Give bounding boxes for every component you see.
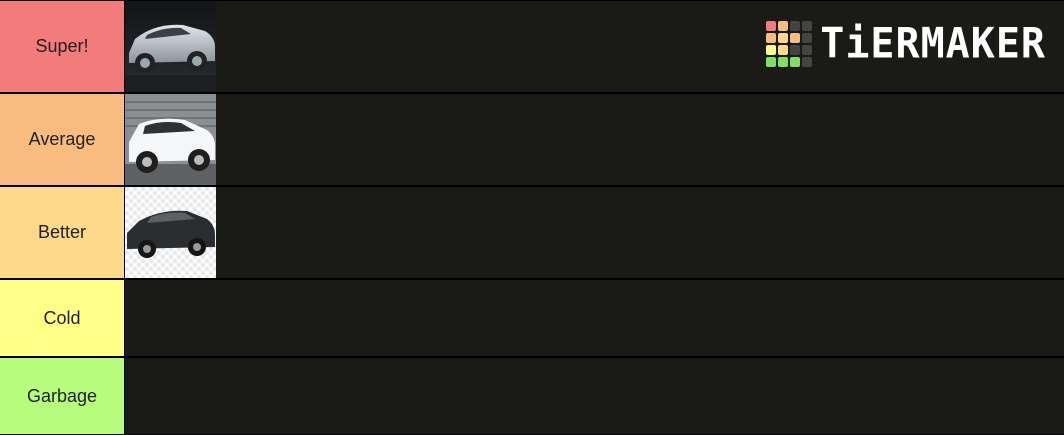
tier-row-average: Average [0, 94, 1064, 185]
tier-label-super[interactable]: Super! [0, 1, 125, 92]
logo-grid-cell [790, 45, 801, 55]
logo-grid-cell [766, 45, 777, 55]
tier-label-cold[interactable]: Cold [0, 280, 125, 356]
car-image-silver-sedan[interactable] [125, 1, 216, 92]
black-sedan-icon [125, 187, 216, 278]
logo-grid-cell [802, 21, 813, 31]
car-image-black-sedan[interactable] [125, 187, 216, 278]
logo-grid-cell [802, 45, 813, 55]
tier-row-cold: Cold [0, 280, 1064, 356]
logo-grid-cell [802, 33, 813, 43]
tiermaker-logo: TiERMAKER [766, 19, 1046, 69]
tier-row-garbage: Garbage [0, 358, 1064, 434]
tier-items-cold[interactable] [125, 280, 1064, 356]
car-image-white-suv[interactable] [125, 94, 216, 185]
silver-sedan-icon [125, 1, 216, 92]
logo-text: TiERMAKER [820, 19, 1046, 69]
tier-items-average[interactable] [125, 94, 1064, 185]
logo-grid-cell [790, 33, 801, 43]
tier-row-super: Super! [0, 1, 1064, 92]
white-suv-icon [125, 94, 216, 185]
tier-items-better[interactable] [125, 187, 1064, 278]
logo-grid-cell [766, 33, 777, 43]
logo-grid-cell [778, 45, 789, 55]
logo-grid-icon [766, 21, 813, 67]
logo-grid-cell [790, 21, 801, 31]
tier-items-garbage[interactable] [125, 358, 1064, 434]
logo-grid-cell [778, 33, 789, 43]
logo-grid-cell [766, 57, 777, 67]
tier-label-average[interactable]: Average [0, 94, 125, 185]
logo-grid-cell [790, 57, 801, 67]
logo-grid-cell [778, 21, 789, 31]
logo-grid-cell [778, 57, 789, 67]
tier-row-better: Better [0, 187, 1064, 278]
tier-label-garbage[interactable]: Garbage [0, 358, 125, 434]
tier-items-super[interactable] [125, 1, 1064, 92]
logo-grid-cell [802, 57, 813, 67]
tier-label-better[interactable]: Better [0, 187, 125, 278]
logo-grid-cell [766, 21, 777, 31]
